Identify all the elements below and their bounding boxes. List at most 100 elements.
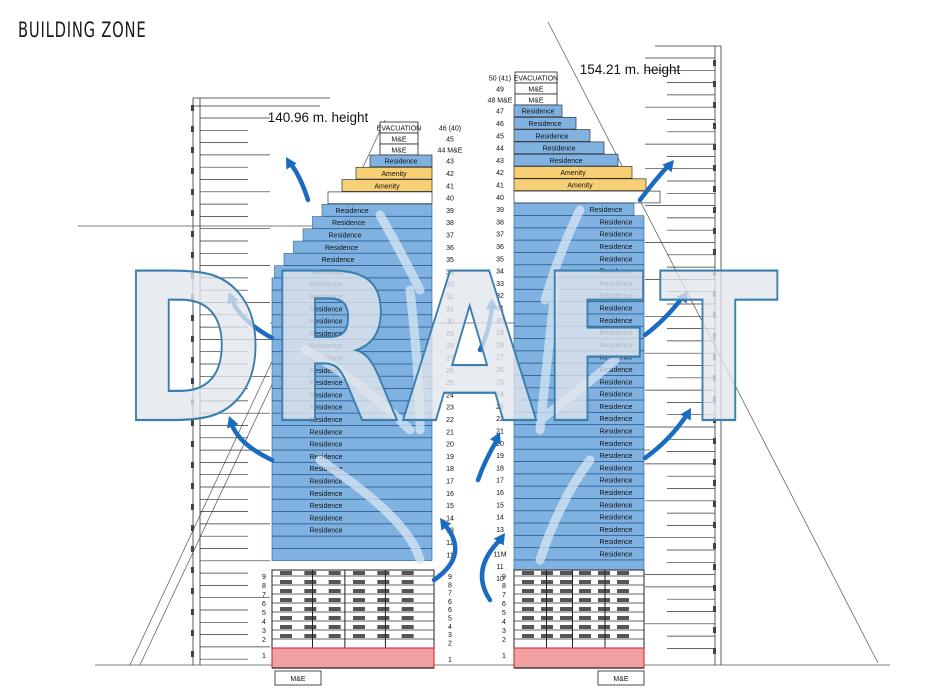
car-icon xyxy=(617,634,629,638)
car-icon xyxy=(328,625,341,629)
floor-number: 36 xyxy=(496,244,504,251)
arrow-head xyxy=(680,408,691,421)
car-icon xyxy=(377,580,390,584)
lobby-floor xyxy=(513,647,645,669)
residence-floor xyxy=(271,289,433,303)
scale-mark-right xyxy=(713,501,716,507)
floor-number: 8 xyxy=(262,583,266,590)
floor-use-label: Residence xyxy=(309,405,342,412)
car-icon xyxy=(353,598,365,602)
car-icon xyxy=(353,589,365,593)
car-icon xyxy=(617,571,629,575)
residence-floor xyxy=(302,228,433,242)
car-icon xyxy=(401,598,414,602)
airflow-arrow xyxy=(475,437,500,483)
scale-mark-left xyxy=(191,567,194,573)
car-icon xyxy=(328,634,341,638)
floor-use-label: Residence xyxy=(309,429,342,436)
scale-mark-left xyxy=(191,630,194,636)
floor-use-label: Residence xyxy=(599,539,632,546)
floor-number: 13 xyxy=(496,527,504,534)
floor-number: 3 xyxy=(448,632,452,639)
internal-flow-arrow xyxy=(315,455,425,565)
car-icon xyxy=(522,598,534,602)
floor-use-label: Residence xyxy=(528,121,561,128)
floor-number: 23 xyxy=(446,405,454,412)
floor-use-label: Residence xyxy=(599,441,632,448)
scale-mark-left xyxy=(191,336,194,342)
floor-number: 24 xyxy=(446,392,454,399)
floor-use-label: Residence xyxy=(309,319,342,326)
floor-number: 37 xyxy=(496,232,504,239)
floor-use-label: Residence xyxy=(309,282,342,289)
scale-mark-left xyxy=(191,126,194,132)
car-icon xyxy=(579,625,591,629)
floor-number: 11 xyxy=(496,564,503,571)
arrow-head xyxy=(227,292,239,305)
floor-use-label: Residence xyxy=(542,146,575,153)
residence-floor xyxy=(513,424,645,438)
floor-slab xyxy=(513,190,661,204)
floor-number: 7 xyxy=(262,592,266,599)
floor-use-label: Residence xyxy=(521,109,554,116)
airflow-arrow xyxy=(642,413,689,461)
scale-mark-left xyxy=(191,651,194,657)
arrow-head xyxy=(227,416,239,429)
scale-mark-left xyxy=(191,210,194,216)
residence-floor xyxy=(271,486,433,500)
floor-number: 6 xyxy=(448,607,452,614)
floor-number: 16 xyxy=(446,491,454,498)
residence-floor xyxy=(271,314,433,328)
residence-floor xyxy=(513,227,645,241)
car-icon xyxy=(401,634,414,638)
scale-mark-left xyxy=(191,105,194,111)
residence-floor xyxy=(513,264,645,278)
floor-use-label: Residence xyxy=(599,404,632,411)
car-icon xyxy=(304,580,317,584)
floor-number: 2 xyxy=(262,637,266,644)
residence-floor xyxy=(271,437,433,451)
floor-use-label: Residence xyxy=(309,454,342,461)
floor-use-label: Residence xyxy=(599,453,632,460)
floor-use-label: Residence xyxy=(599,219,632,226)
floor-number: 5 xyxy=(448,616,452,623)
mech-floor-label: M&E xyxy=(528,98,544,105)
car-icon xyxy=(560,580,572,584)
scale-mark-right xyxy=(713,207,716,213)
scale-mark-right xyxy=(713,312,716,318)
arrow-head xyxy=(485,298,498,310)
floor-number: 25 xyxy=(496,379,504,386)
floor-number: 7 xyxy=(448,591,452,598)
car-icon xyxy=(377,589,390,593)
floor-number: 22 xyxy=(446,417,454,424)
scale-mark-right xyxy=(713,396,716,402)
floor-number: 30 xyxy=(496,318,504,325)
floor-number: 11 xyxy=(446,552,453,559)
car-icon xyxy=(280,580,292,584)
car-icon xyxy=(598,634,610,638)
floor-use-label: Residence xyxy=(309,380,342,387)
scale-mark-right xyxy=(713,375,716,381)
floor-use-label: Residence xyxy=(549,158,582,165)
floor-use-label: Residence xyxy=(321,257,354,264)
car-icon xyxy=(280,598,292,602)
residence-floor xyxy=(513,485,645,499)
car-icon xyxy=(280,571,292,575)
floor-number: 36 xyxy=(446,245,454,252)
scale-mark-right xyxy=(713,606,716,612)
car-icon xyxy=(617,607,629,611)
floor-number: 31 xyxy=(446,306,454,313)
floor-number: 33 xyxy=(446,282,454,289)
scale-mark-right xyxy=(713,564,716,570)
basement-box xyxy=(597,670,645,686)
floor-use-label: Residence xyxy=(599,478,632,485)
floor-number: 40 xyxy=(496,195,504,202)
floor-number: 39 xyxy=(496,207,504,214)
elevation-ticks xyxy=(191,57,716,660)
airflow-arrow xyxy=(287,160,311,203)
residence-floor xyxy=(283,253,433,266)
floor-use-label: Residence xyxy=(309,417,342,424)
floor-number: 1 xyxy=(262,653,266,660)
car-icon xyxy=(280,625,292,629)
